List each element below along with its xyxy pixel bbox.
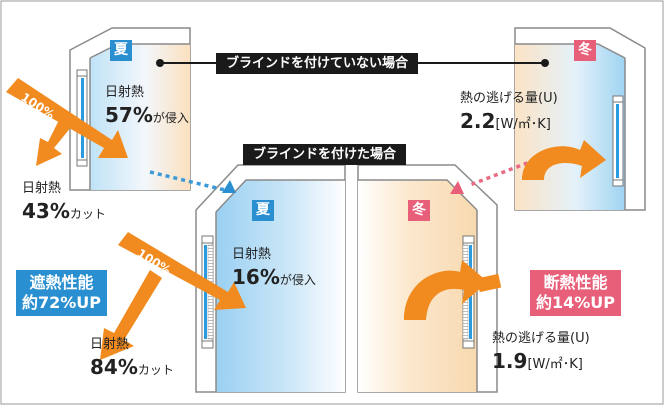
summer-cut-value-top: 43%カット bbox=[22, 199, 106, 223]
heat-shield-performance-badge: 遮熱性能 約72%UP bbox=[16, 270, 108, 316]
connector-dot-right bbox=[541, 59, 549, 67]
winter-loss-value-bottom: 1.9[W/㎡･K] bbox=[492, 349, 583, 373]
sun-arrow-enter-top bbox=[6, 78, 128, 158]
winter-loss-value-top: 2.2[W/㎡･K] bbox=[460, 109, 551, 133]
badge-summer-top: 夏 bbox=[110, 40, 132, 61]
sun-arrow-cut-top bbox=[36, 118, 72, 166]
badge-winter-top: 冬 bbox=[574, 40, 596, 61]
header-no-blind: ブラインドを付けていない場合 bbox=[216, 53, 419, 74]
summer-cut-label-top: 日射熱 bbox=[22, 181, 62, 196]
summer-enter-value-top: 57%が侵入 bbox=[105, 103, 189, 127]
badge-summer-bottom: 夏 bbox=[252, 200, 274, 221]
summer-enter-label-top: 日射熱 bbox=[105, 85, 145, 100]
dotted-link-summer bbox=[149, 170, 226, 192]
heat-leak-stub bbox=[476, 273, 502, 293]
summer-enter-label-bottom: 日射熱 bbox=[232, 247, 272, 262]
heat-loss-arrow-bottom bbox=[404, 260, 488, 320]
summer-cut-label-bottom: 日射熱 bbox=[90, 337, 130, 352]
heat-loss-arrow-top bbox=[522, 140, 606, 180]
badge-winter-bottom: 冬 bbox=[408, 200, 430, 221]
arrowhead-summer bbox=[222, 180, 236, 193]
winter-loss-label-bottom: 熱の逃げる量(U) bbox=[492, 331, 590, 346]
connector-dot-left bbox=[156, 59, 164, 67]
house-winter-no-blind bbox=[514, 27, 646, 211]
header-with-blind: ブラインドを付けた場合 bbox=[243, 144, 407, 165]
sun-arrow-enter-bottom bbox=[118, 232, 246, 310]
dotted-link-winter bbox=[469, 158, 536, 187]
winter-loss-label-top: 熱の逃げる量(U) bbox=[460, 91, 558, 106]
summer-enter-value-bottom: 16%が侵入 bbox=[232, 265, 316, 289]
insulation-performance-badge: 断熱性能 約14%UP bbox=[530, 270, 622, 316]
summer-cut-value-bottom: 84%カット bbox=[90, 355, 174, 379]
arrowhead-winter bbox=[450, 181, 464, 194]
sun-arrow-cut-bottom bbox=[100, 270, 162, 360]
